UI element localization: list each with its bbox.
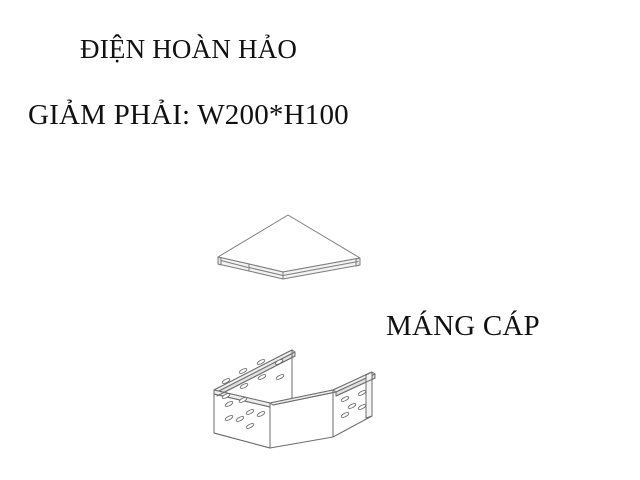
- reducer-body-geometry: [213, 349, 376, 449]
- cover-plate-crease-right: [282, 261, 359, 276]
- cover-plate-geometry: [217, 214, 361, 280]
- cover-plate-crease-left: [248, 267, 284, 276]
- cover-plate-left-endcap: [217, 256, 222, 266]
- page-title-line-2: GIẢM PHẢI: W200*H100: [28, 99, 349, 131]
- taper-hem-line: [272, 391, 337, 406]
- right-outlet-end-face: [365, 371, 373, 419]
- page-title-line-1: ĐIỆN HOÀN HẢO: [80, 34, 298, 64]
- cover-plate-crease-tip: [220, 260, 249, 268]
- right-wall-hem-line: [335, 377, 376, 397]
- product-label: MÁNG CÁP: [386, 310, 540, 342]
- rear-wall-hem-line: [216, 355, 296, 397]
